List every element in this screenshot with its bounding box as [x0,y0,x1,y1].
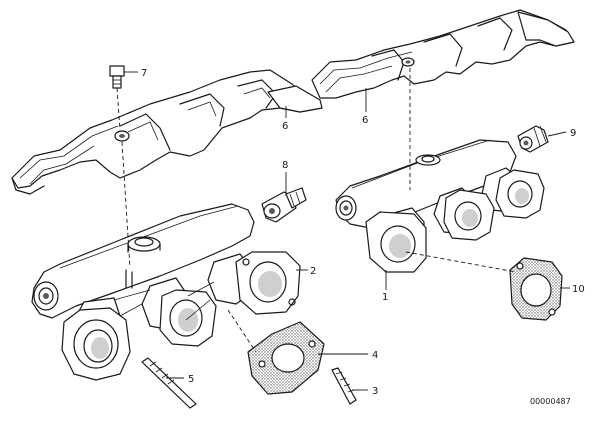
callout-labels: 7 6 8 6 9 2 1 10 4 3 5 00000487 [141,68,585,406]
callout-5: 5 [188,374,194,385]
callout-1: 1 [382,292,388,303]
assembly-dashed-lines [116,68,517,353]
callout-6-left: 6 [282,121,288,132]
callout-7: 7 [141,68,147,79]
callout-3: 3 [372,386,378,397]
bolt-7 [109,65,125,89]
callout-6-right: 6 [362,115,368,126]
callout-10: 10 [572,284,585,295]
plug-8 [261,187,307,223]
heat-shield-left [11,69,323,195]
callout-2: 2 [310,266,316,277]
exhaust-manifold-right [335,139,545,273]
heat-shield-right [311,9,575,99]
exhaust-manifold-left [31,203,301,381]
leader-lines [124,71,570,391]
stud-5 [141,357,197,409]
callout-9: 9 [570,128,576,139]
plug-9 [517,125,549,153]
callout-8: 8 [282,160,288,171]
callout-4: 4 [372,350,378,361]
stud-3 [331,367,357,405]
reference-number: 00000487 [530,397,571,406]
gasket-4 [247,321,325,395]
gasket-10 [509,257,563,321]
